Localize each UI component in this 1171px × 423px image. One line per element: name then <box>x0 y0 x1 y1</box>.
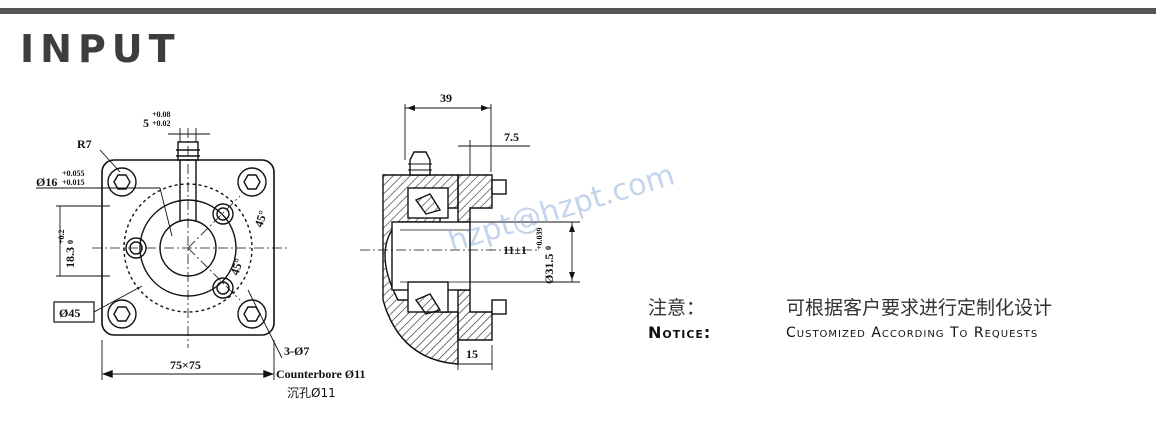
width-tol-low: +0.02 <box>152 119 171 128</box>
square-dim: 75×75 <box>170 358 201 372</box>
r7-label: R7 <box>77 137 92 151</box>
page-title: INPUT <box>20 27 181 71</box>
key-tol-up: +0.2 <box>57 229 66 244</box>
width-dim: 5 <box>143 116 149 130</box>
counterbore-cn: 沉孔Ø11 <box>287 386 336 400</box>
bearing-top <box>407 187 449 219</box>
len-39: 39 <box>440 91 452 105</box>
bore-tol-low: +0.015 <box>62 178 85 187</box>
key-tol-low: 0 <box>66 240 75 244</box>
bore-tol-up: +0.055 <box>62 169 85 178</box>
len-11: 11±1 <box>503 243 527 257</box>
shaft-bore <box>391 221 471 291</box>
notice-label-en: Notice: <box>648 323 712 342</box>
bearing-bottom <box>407 281 449 315</box>
front-view <box>36 128 290 380</box>
counterbore-hole-3 <box>212 277 234 299</box>
bore-dim: Ø16 <box>36 175 57 189</box>
bolt-bottom-right <box>237 299 267 329</box>
bolt-bottom-left <box>107 299 137 329</box>
top-rule <box>0 8 1156 14</box>
dia-tol-up: +0.039 <box>535 227 544 250</box>
width-tol-up: +0.08 <box>152 110 171 119</box>
len-7-5: 7.5 <box>504 130 519 144</box>
notice-text-cn: 可根据客户要求进行定制化设计 <box>786 297 1053 319</box>
notice-label-cn: 注意： <box>648 297 706 319</box>
key-height-dim: 18.3 <box>63 247 77 268</box>
pilot-dim-box <box>53 301 95 323</box>
angle-b: 45° <box>228 256 247 276</box>
len-15: 15 <box>466 347 478 361</box>
section-view <box>360 104 580 370</box>
angle-a: 45° <box>252 208 271 228</box>
side-bolt-top <box>491 179 507 195</box>
side-bolt-bottom <box>491 299 507 315</box>
pilot-dim: Ø45 <box>59 306 80 320</box>
dia-tol-low: 0 <box>544 246 553 250</box>
bolt-top-right <box>237 167 267 197</box>
holes-dim: 3-Ø7 <box>284 344 309 358</box>
bolt-top-left <box>107 167 137 197</box>
dia-dim: Ø31.5 <box>542 254 556 284</box>
notice-text-en: Customized According To Requests <box>786 325 1039 341</box>
counterbore-dim: Counterbore Ø11 <box>276 367 365 381</box>
counterbore-hole-1 <box>212 203 234 225</box>
notice-block: 注意： 可根据客户要求进行定制化设计 Notice: Customized Ac… <box>648 296 1052 344</box>
